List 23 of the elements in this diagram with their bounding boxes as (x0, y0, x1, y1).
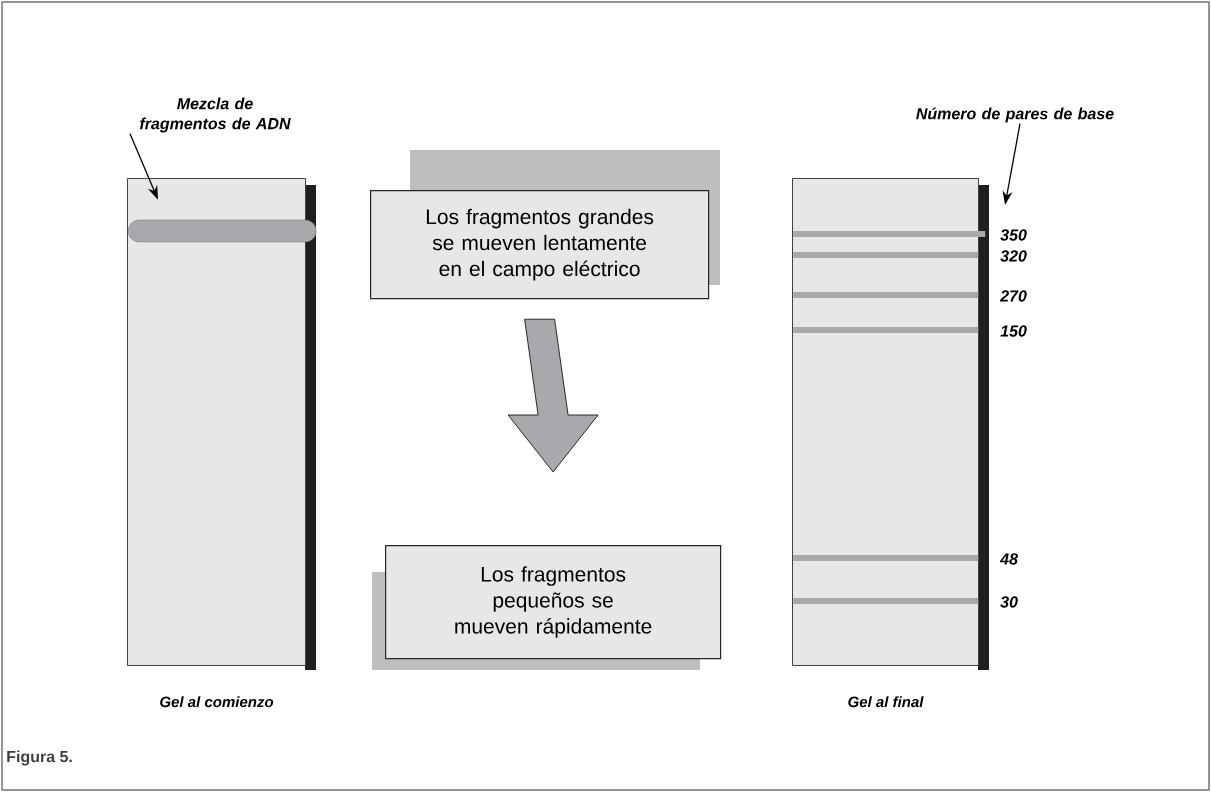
gel-band (793, 598, 979, 604)
block-arrow (507, 318, 599, 473)
gel-box (792, 178, 989, 670)
size-label: 270 (999, 290, 1027, 302)
gel-band (128, 219, 317, 243)
gel-box (127, 178, 316, 670)
gel-caption: Gel al final (848, 696, 924, 708)
size-label: 320 (1000, 250, 1027, 262)
text-box: Los fragmentos pequeños se mueven rápidamente (372, 545, 722, 670)
size-label: 30 (1000, 596, 1018, 608)
gel-band (793, 292, 979, 298)
gel-caption: Gel al comienzo (160, 696, 274, 708)
figure-caption: Figura 5. (7, 750, 72, 766)
size-label: 350 (1000, 229, 1027, 241)
size-label: 150 (1000, 325, 1027, 337)
gel-band (793, 555, 979, 561)
gel-band (793, 252, 979, 258)
text-box: Los fragmentos grandes se mueven lentamente en el campo eléctrico (370, 150, 720, 300)
size-label: 48 (999, 553, 1018, 565)
gel-band (793, 327, 979, 333)
annotation-text: Número de pares de base (916, 107, 1114, 123)
annotation-text: Mezcla de fragmentos de ADN (140, 97, 291, 133)
gel-band (793, 231, 986, 237)
